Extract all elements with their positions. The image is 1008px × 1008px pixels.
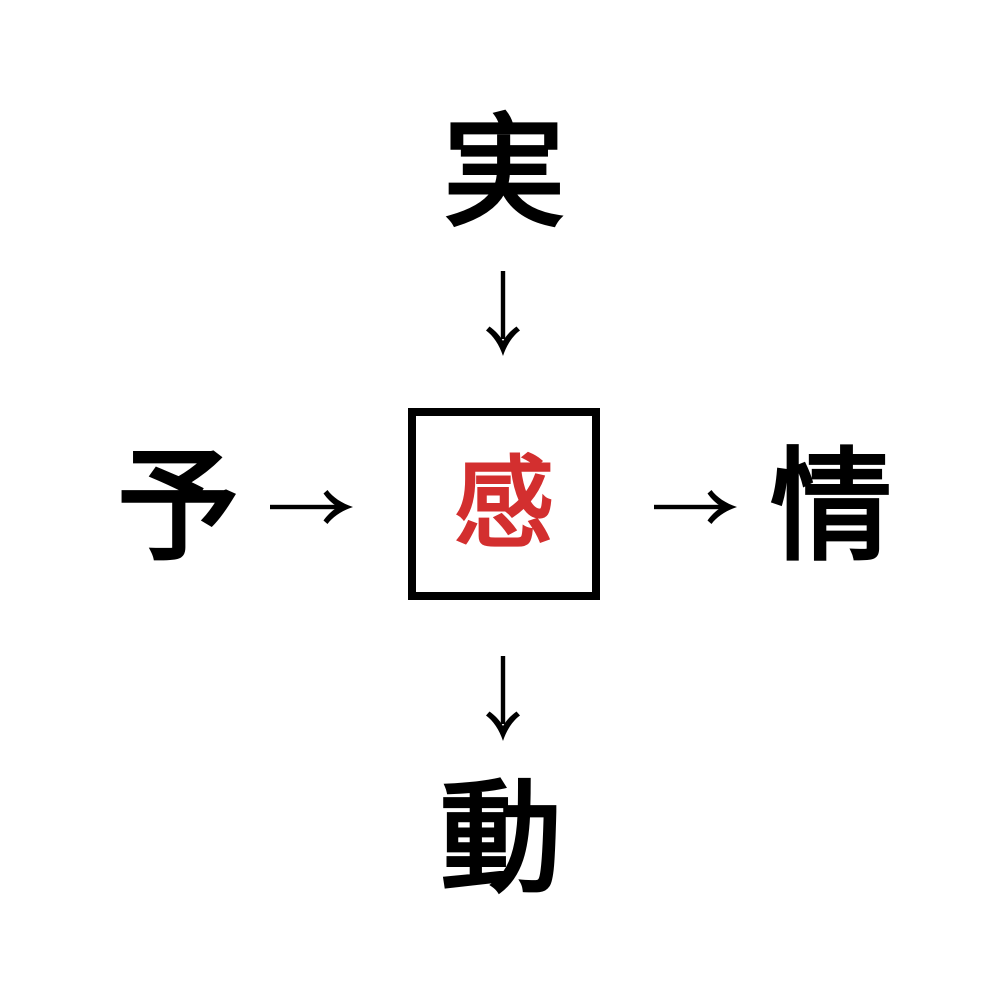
kanji-top: 実 [443,102,565,244]
arrow-down-icon [485,271,521,357]
kanji-bottom: 動 [440,768,562,910]
kanji-center: 感 [454,445,554,562]
arrow-down-icon [485,656,521,742]
kanji-right: 情 [770,436,892,578]
arrow-right-icon [654,489,738,525]
center-answer-box: 感 [408,408,600,600]
arrow-right-icon [270,489,354,525]
kanji-left: 予 [117,436,239,578]
